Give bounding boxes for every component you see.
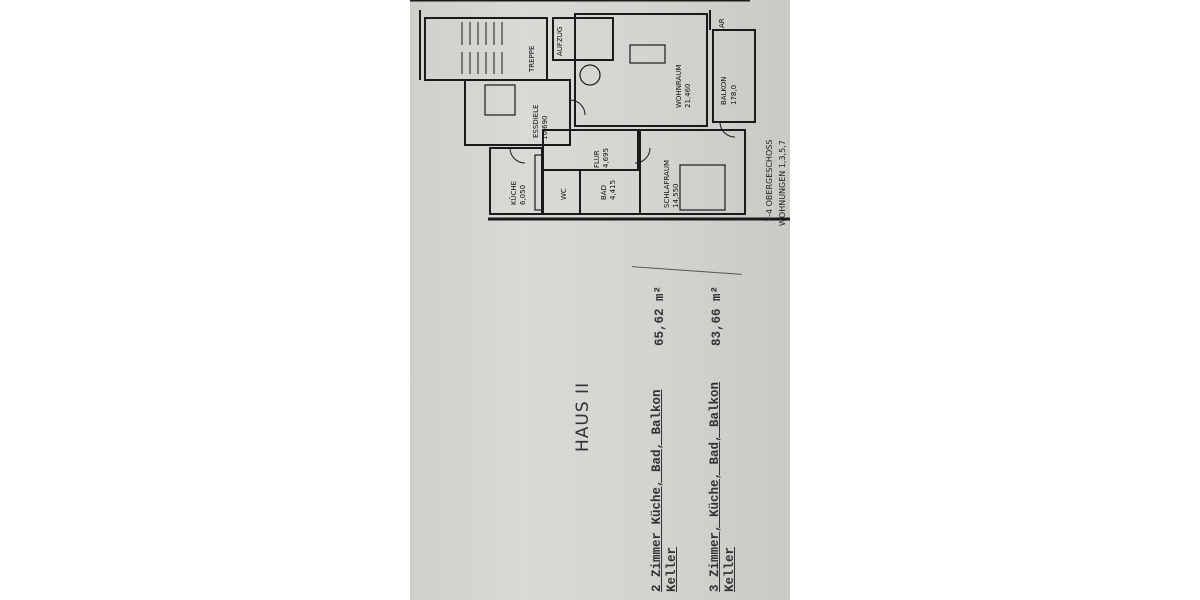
- document-title: HAUS II: [573, 381, 593, 452]
- room-label-bad: BAD: [600, 185, 608, 200]
- apartment-1-extra: Keller: [665, 546, 679, 592]
- room-label-treppe: TREPPE: [528, 45, 536, 72]
- room-label-wohnraum: WOHNRAUM: [675, 64, 683, 108]
- room-label-balkon: BALKON: [720, 76, 728, 105]
- plan-caption-floor: 1-4 OBERGESCHOSS: [765, 139, 774, 222]
- apartment-2-extra: Keller: [723, 546, 737, 592]
- room-label-essdiele: ESSDIELE: [532, 104, 540, 138]
- apartment-1-description: 2 Zimmer Küche, Bad, Balkon: [650, 389, 664, 592]
- stairs: [461, 22, 503, 74]
- room-label-kueche: KÜCHE: [510, 180, 518, 205]
- floor-plan: [410, 0, 790, 221]
- room-area-essdiele: 10,690: [541, 115, 549, 141]
- furniture: [484, 44, 726, 211]
- room-area-bad: 4,415: [609, 179, 617, 200]
- apartment-1-area: 65,62 m²: [653, 285, 667, 346]
- plan-caption-units: WOHNUNGEN 1,3,5,7: [778, 140, 787, 226]
- apartment-2-description-text: 3 Zimmer, Küche, Bad, Balkon: [708, 381, 722, 592]
- room-label-wc: WC: [560, 188, 568, 200]
- room-area-schlafraum: 14,550: [672, 183, 680, 209]
- room-label-aufzug: AUFZUG: [556, 26, 564, 56]
- room-area-wohnraum: 21,460: [684, 83, 692, 109]
- room-label-schlafraum: SCHLAFRAUM: [663, 159, 671, 208]
- scanned-document: TREPPE AUFZUG WOHNRAUM 21,460 BALKON 178…: [410, 0, 790, 600]
- room-label-flur: FLUR: [593, 150, 601, 168]
- room-area-balkon: 178,0: [730, 84, 738, 105]
- room-label-ar: AR: [718, 18, 726, 28]
- room-area-kueche: 6,050: [519, 184, 527, 205]
- room-area-flur: 4,695: [602, 147, 610, 168]
- walls: [410, 0, 790, 221]
- divider-line: [632, 266, 742, 275]
- apartment-2-area: 83,66 m²: [710, 285, 724, 346]
- apartment-2-description: 3 Zimmer, Küche, Bad, Balkon: [708, 382, 722, 592]
- doors: [509, 99, 736, 164]
- apartment-1-description-text: 2 Zimmer Küche, Bad, Balkon: [650, 389, 664, 592]
